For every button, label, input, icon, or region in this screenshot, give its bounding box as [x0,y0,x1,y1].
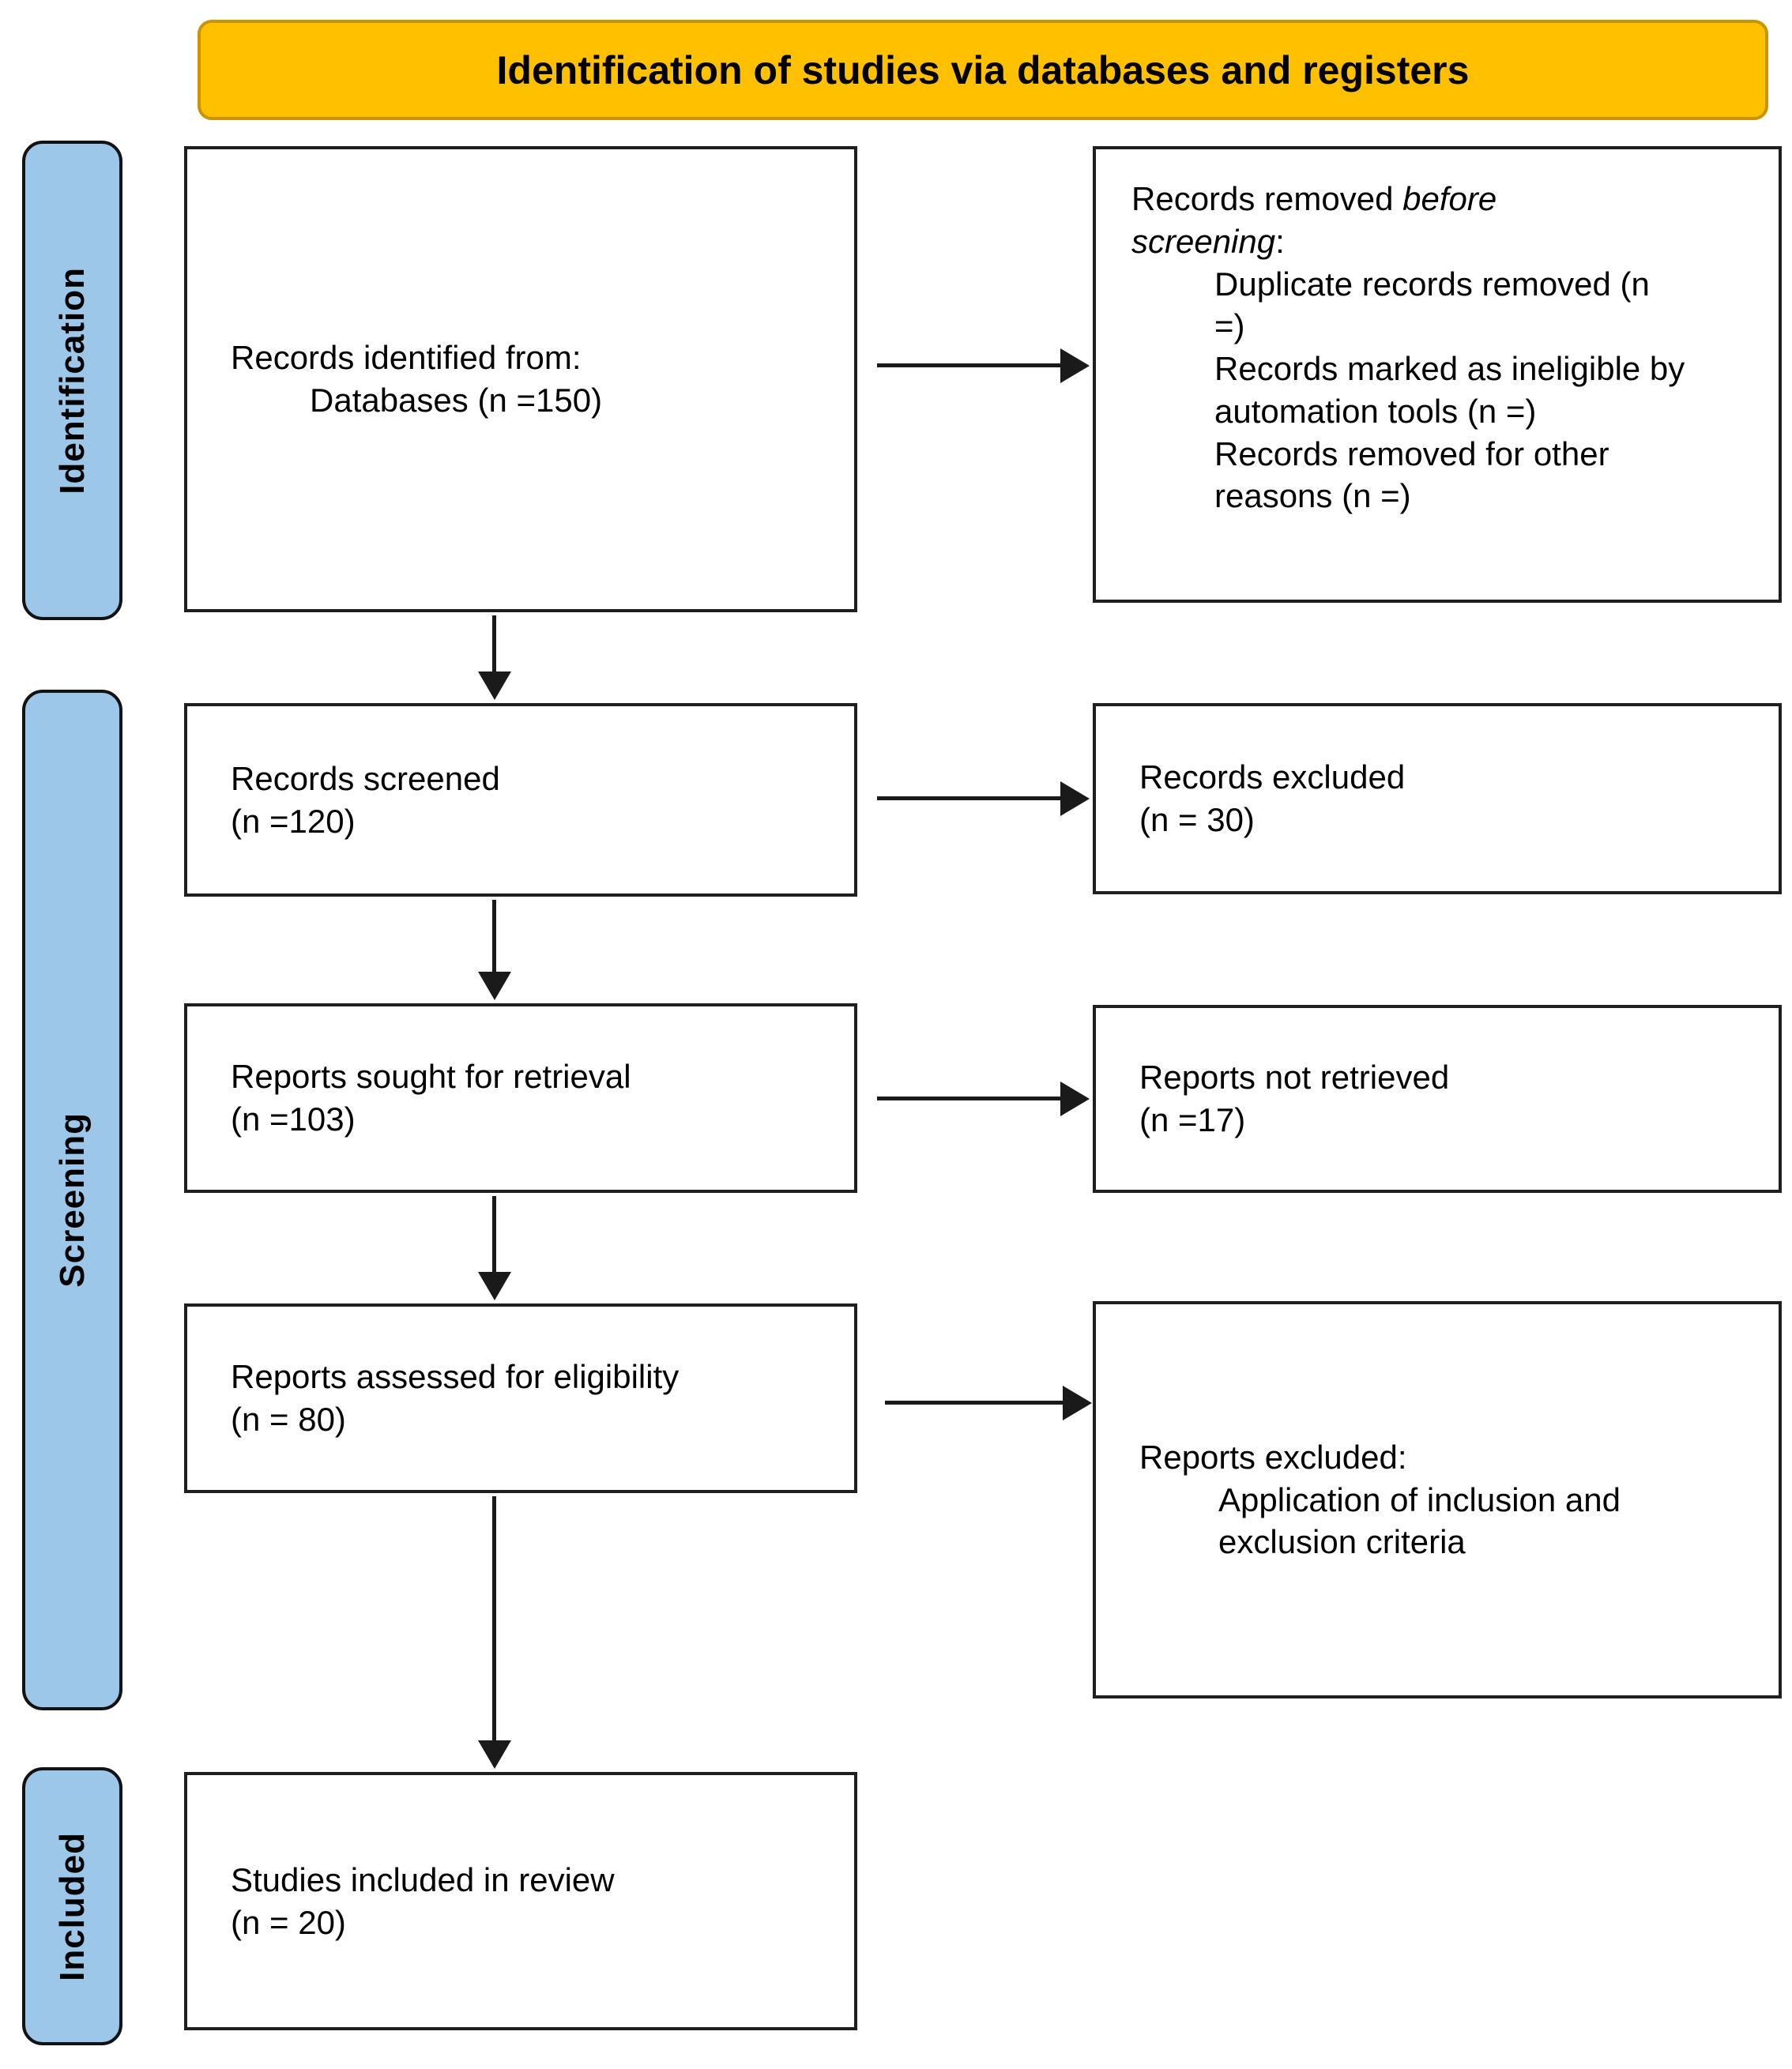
reports-assessed-line1: Reports assessed for eligibility [231,1358,680,1396]
records-removed-item-duplicates: Duplicate records removed (n =) [1214,265,1650,345]
records-identified-line2: Databases (n =150) [310,382,603,419]
phase-label-included-text: Included [52,1831,92,1981]
records-screened-line1: Records screened [231,759,500,797]
phase-label-included: Included [22,1767,122,2045]
box-records-excluded: Records excluded (n = 30) [1093,703,1782,894]
reports-sought-line1: Reports sought for retrieval [231,1058,631,1096]
arrow-screened-to-sought [477,900,511,1000]
diagram-title: Identification of studies via databases … [496,47,1470,92]
records-screened-count: (n =120) [231,802,356,840]
records-removed-item-other: Records removed for other reasons (n =) [1214,434,1609,515]
arrow-sought-to-not-retrieved [877,1081,1090,1116]
reports-sought-count: (n =103) [231,1100,356,1138]
arrow-assessed-to-reports-excluded [885,1385,1092,1420]
arrow-identified-to-removed [877,348,1090,383]
reports-excluded-line1: Reports excluded: [1139,1438,1407,1476]
box-reports-sought: Reports sought for retrieval (n =103) [184,1003,857,1193]
phase-label-screening-text: Screening [52,1112,92,1288]
box-reports-excluded: Reports excluded: Application of inclusi… [1093,1301,1782,1698]
records-removed-intro-italic-2: screening [1131,222,1276,260]
reports-not-retrieved-line1: Reports not retrieved [1139,1059,1450,1097]
box-reports-assessed: Reports assessed for eligibility (n = 80… [184,1303,857,1493]
records-excluded-line1: Records excluded [1139,758,1406,796]
arrow-screened-to-excluded [877,781,1090,816]
box-reports-not-retrieved: Reports not retrieved (n =17) [1093,1005,1782,1193]
box-records-removed: Records removed before screening: Duplic… [1093,146,1782,603]
box-records-identified: Records identified from: Databases (n =1… [184,146,857,612]
reports-not-retrieved-count: (n =17) [1139,1101,1246,1138]
records-removed-intro-italic-1: before [1402,180,1497,217]
arrow-identified-to-screened [477,615,511,700]
phase-label-screening: Screening [22,690,122,1710]
records-identified-line1: Records identified from: [231,339,582,377]
reports-assessed-count: (n = 80) [231,1401,346,1438]
diagram-title-banner: Identification of studies via databases … [198,20,1768,120]
arrow-assessed-to-included [477,1496,511,1769]
phase-label-identification: Identification [22,141,122,620]
reports-excluded-reason: Application of inclusion and exclusion c… [1218,1480,1621,1561]
records-excluded-count: (n = 30) [1139,801,1255,838]
records-removed-intro-suffix: : [1275,222,1285,260]
box-studies-included: Studies included in review (n = 20) [184,1772,857,2030]
studies-included-count: (n = 20) [231,1903,346,1941]
records-removed-item-automation: Records marked as ineligible by automati… [1214,350,1685,430]
records-removed-intro-prefix: Records removed [1131,180,1403,217]
box-records-screened: Records screened (n =120) [184,703,857,897]
arrow-sought-to-assessed [477,1196,511,1300]
phase-label-identification-text: Identification [52,266,92,495]
records-removed-intro: Records removed before screening: [1131,178,1688,263]
studies-included-line1: Studies included in review [231,1860,615,1898]
